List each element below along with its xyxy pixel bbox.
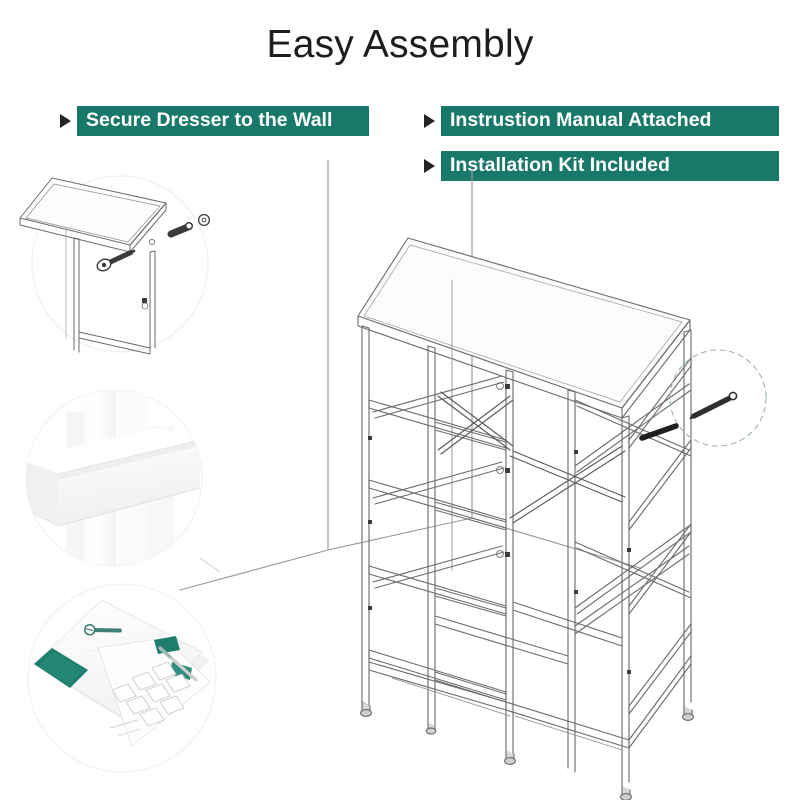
triangle-right-icon (424, 159, 435, 173)
page-title: Easy Assembly (266, 23, 534, 66)
leveling-feet (360, 701, 694, 800)
feature-banner-manual-attached: Instrustion Manual Attached (424, 106, 779, 136)
wall-anchor-screw-diagram (19, 175, 211, 355)
center-x-braces (437, 391, 626, 524)
dresser-frame-exploded-view (179, 159, 767, 800)
left-diagonal-braces (372, 375, 505, 589)
joint-rings (496, 382, 504, 558)
feature-banner-kit-included: Installation Kit Included (424, 151, 779, 181)
metal-l-bracket-photo (25, 389, 220, 573)
lower-cross-rails (434, 545, 690, 665)
right-face-rails (628, 357, 692, 715)
bottom-shelf-frame (368, 655, 692, 751)
left-face-rails (368, 399, 507, 701)
thumbnail-instruction-manual: ······· (14, 578, 230, 784)
main-illustration-dresser-frame (170, 150, 800, 800)
svg-text:·······: ······· (90, 648, 104, 654)
right-x-braces (574, 383, 692, 615)
joint-markers (368, 384, 631, 674)
feature-banner-label: Instrustion Manual Attached (441, 106, 779, 136)
wall-anchor-callout (669, 349, 767, 447)
feature-banner-label: Secure Dresser to the Wall (77, 106, 369, 136)
wall-anchor-bar (639, 423, 679, 441)
thumbnail-wall-mount-detail (14, 172, 230, 358)
dresser-top-panel (357, 237, 691, 419)
instruction-manual-photo: ······· (27, 583, 217, 773)
triangle-right-icon (60, 114, 71, 128)
triangle-right-icon (424, 114, 435, 128)
feature-banner-label: Installation Kit Included (441, 151, 779, 181)
thumbnail-metal-bracket (14, 382, 220, 578)
feature-banner-secure-to-wall: Secure Dresser to the Wall (60, 106, 369, 136)
